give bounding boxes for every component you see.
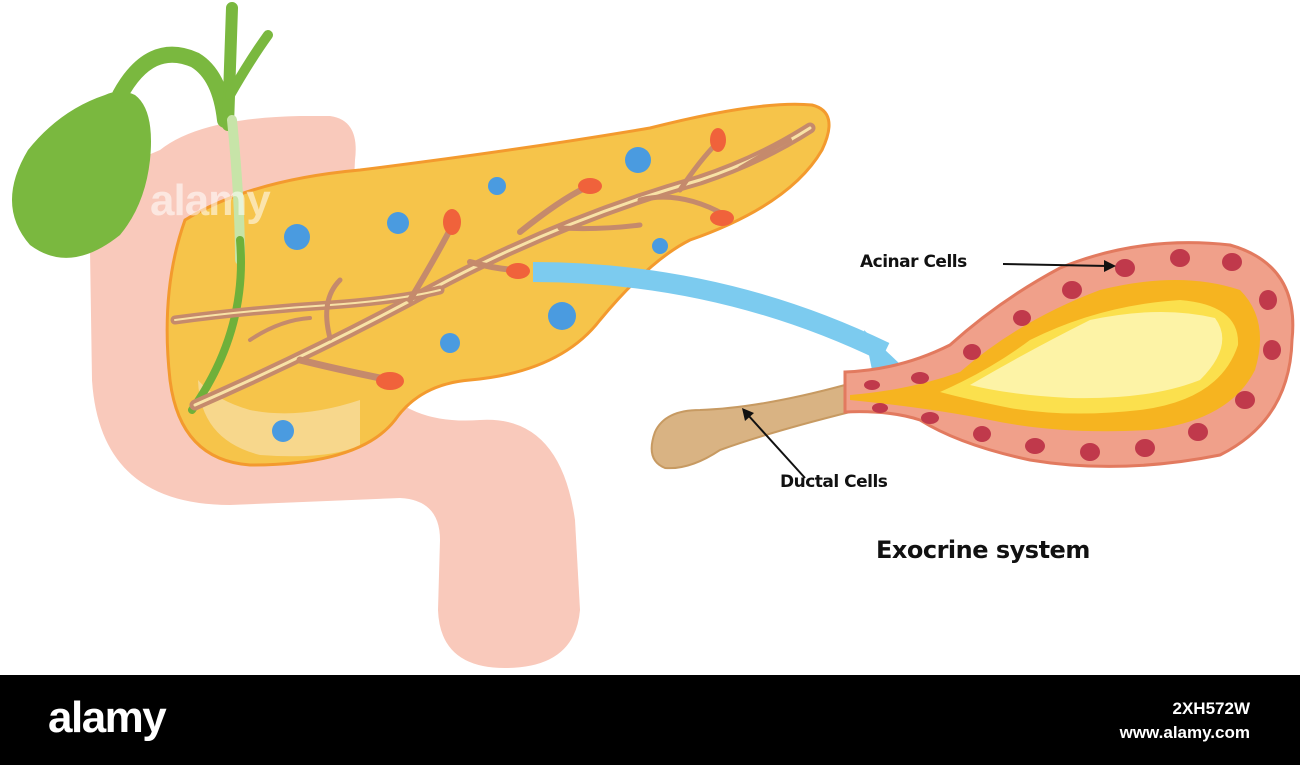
acinus <box>710 210 734 226</box>
nucleus <box>1263 340 1281 360</box>
nucleus <box>1135 439 1155 457</box>
duct-branch <box>248 316 312 342</box>
acinus <box>443 209 461 235</box>
acini <box>376 128 734 390</box>
intercalated-duct <box>650 383 852 470</box>
footer-image-code: 2XH572W <box>1172 699 1250 718</box>
nucleus <box>1080 443 1100 461</box>
nucleus <box>1235 391 1255 409</box>
duct-branch <box>637 194 728 218</box>
pancreatic-duct-tree <box>170 122 816 411</box>
nucleus <box>911 372 929 384</box>
islet <box>387 212 409 234</box>
nucleus <box>1170 249 1190 267</box>
acinar-leader-line <box>1002 263 1109 267</box>
acinus <box>506 263 530 279</box>
hepatic-duct-right <box>225 30 273 100</box>
main-duct-core <box>193 126 812 407</box>
ductal-cells-label: Ductal Cells <box>780 472 888 492</box>
islet <box>272 420 294 442</box>
nucleus <box>1222 253 1242 271</box>
islet <box>440 333 460 353</box>
nucleus <box>1062 281 1082 299</box>
duct-branch <box>738 138 792 170</box>
nucleus <box>1259 290 1277 310</box>
duct-branch <box>324 277 343 341</box>
diagram-title: Exocrine system <box>876 536 1090 564</box>
acinus <box>376 372 404 390</box>
zoom-arrow-head <box>864 330 902 370</box>
islet <box>284 224 310 250</box>
acinar-nuclei <box>864 249 1281 461</box>
footer-url: www.alamy.com <box>1119 723 1250 742</box>
nucleus <box>864 380 880 390</box>
ductal-leader-line <box>747 414 806 479</box>
islet <box>652 238 668 254</box>
nucleus <box>963 344 981 360</box>
nucleus <box>921 412 939 424</box>
acinar-cells-label: Acinar Cells <box>860 252 967 272</box>
zoom-arrow <box>532 262 890 361</box>
islets <box>272 147 668 442</box>
hepatic-duct-left <box>222 2 238 131</box>
footer-brand-logo: alamy <box>48 693 167 742</box>
common-bile-duct <box>188 236 245 414</box>
pancreas-head-overlap <box>198 380 360 457</box>
islet <box>488 177 506 195</box>
exocrine-pancreas-diagram <box>11 2 1295 668</box>
stock-footer-bar: alamy 2XH572W www.alamy.com <box>0 675 1300 765</box>
nucleus <box>1013 310 1031 326</box>
ductal-leader-arrowhead <box>742 408 754 421</box>
acinus <box>578 178 602 194</box>
nucleus <box>1025 438 1045 454</box>
islet <box>625 147 651 173</box>
acinus-lumen-core <box>970 311 1223 399</box>
nucleus <box>973 426 991 442</box>
acinar-leader-arrowhead <box>1104 260 1116 272</box>
nucleus <box>872 403 888 413</box>
nucleus <box>1188 423 1208 441</box>
nucleus <box>1115 259 1135 277</box>
gallbladder <box>11 91 152 258</box>
duct-branch <box>557 222 643 232</box>
cystic-duct <box>112 46 233 128</box>
islet <box>548 302 576 330</box>
acinus-zoom <box>843 241 1295 468</box>
watermark: alamy <box>150 176 271 225</box>
acinus <box>710 128 726 152</box>
